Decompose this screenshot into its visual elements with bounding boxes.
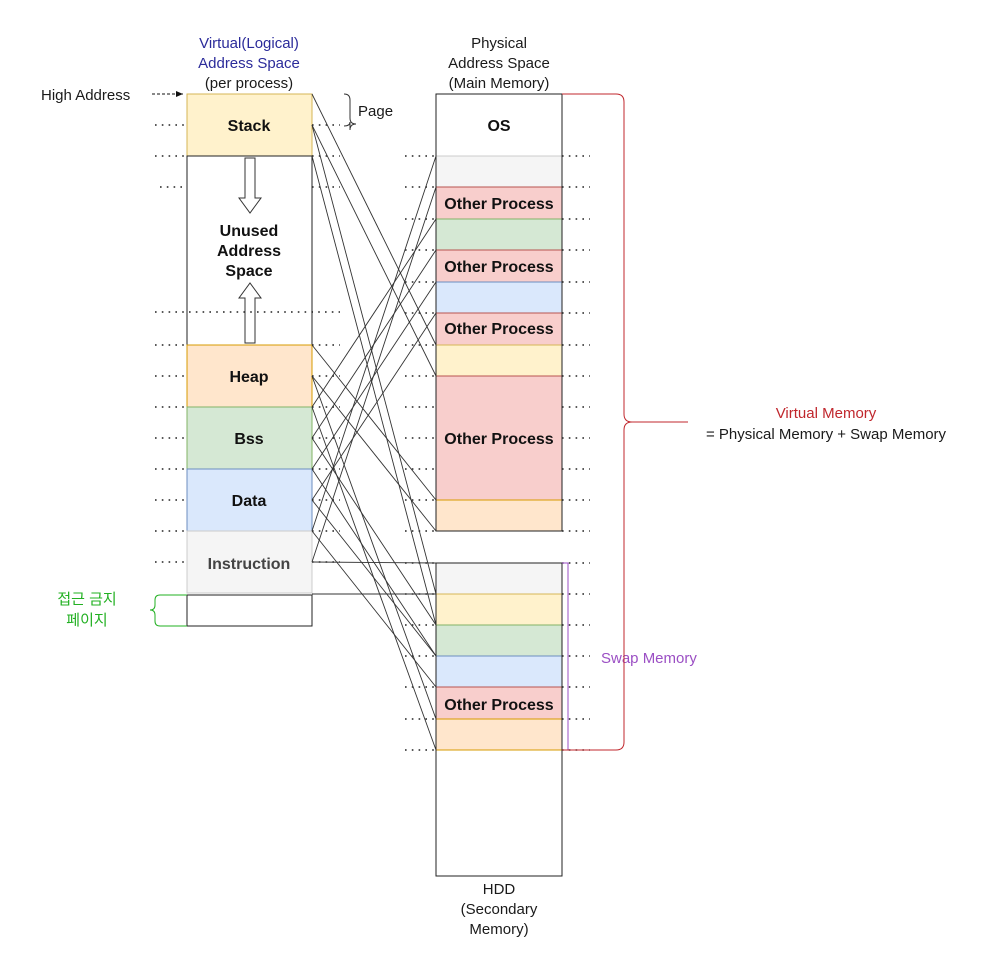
hdd-gray-page <box>435 562 563 595</box>
virtual-space-subtitle: (per process) <box>205 75 293 92</box>
data-block <box>186 468 313 532</box>
bss-label: Bss <box>234 431 263 448</box>
hdd-yellow-page <box>435 593 563 626</box>
stack-block <box>186 93 313 157</box>
virtual-address-space: Stack Unused Address Space Heap Bss Data… <box>41 35 393 629</box>
virtual-memory-brace <box>562 93 688 751</box>
phys-gray-page <box>435 155 563 188</box>
physical-space-title-line2: Address Space <box>448 55 550 72</box>
other-process-label-1: Other Process <box>444 196 553 213</box>
phys-other-process-1 <box>435 186 563 220</box>
hdd-space: Other Process HDD (Secondary Memory) <box>435 562 563 938</box>
stack-growth-arrow <box>238 157 262 214</box>
hdd-other-process-label: Other Process <box>444 697 553 714</box>
stack-label: Stack <box>228 118 271 135</box>
hdd-green-page <box>435 624 563 657</box>
page-mapping-lines <box>311 93 437 751</box>
forbidden-page-brace <box>149 594 187 627</box>
physical-space-title-line1: Physical <box>471 35 527 52</box>
instruction-block <box>186 530 313 594</box>
phys-other-process-2 <box>435 249 563 283</box>
physical-space-title-line3: (Main Memory) <box>449 75 550 92</box>
phys-yellow-page <box>435 344 563 377</box>
unused-label-line2: Address <box>217 243 281 260</box>
heap-label: Heap <box>229 369 268 386</box>
virtual-space-title-line2: Address Space <box>198 55 300 72</box>
memory-braces: Swap Memory Virtual Memory = Physical Me… <box>562 93 947 751</box>
unused-label-line1: Unused <box>220 223 279 240</box>
swap-memory-label: Swap Memory <box>601 650 697 667</box>
forbidden-page-label-line1: 접근 금지 <box>57 591 116 608</box>
data-label: Data <box>232 493 267 510</box>
phys-blue-page <box>435 281 563 314</box>
os-label: OS <box>487 118 510 135</box>
other-process-label-2: Other Process <box>444 259 553 276</box>
unused-label-line3: Space <box>225 263 272 280</box>
page-brace <box>343 93 357 131</box>
phys-green-page <box>435 218 563 251</box>
hdd-orange-page <box>435 718 563 751</box>
page-label: Page <box>358 103 393 120</box>
hdd-label-line2: (Secondary <box>461 901 538 918</box>
high-address-label: High Address <box>41 87 130 104</box>
forbidden-page-block <box>186 594 313 627</box>
forbidden-page-label-line2: 페이지 <box>66 612 107 629</box>
heap-growth-arrow <box>238 282 262 344</box>
phys-orange-page <box>435 499 563 532</box>
virtual-memory-title: Virtual Memory <box>776 405 877 422</box>
other-process-label-3: Other Process <box>444 321 553 338</box>
heap-block <box>186 344 313 408</box>
hdd-label-line1: HDD <box>483 881 516 898</box>
page-guides <box>155 124 590 751</box>
hdd-label-line3: Memory) <box>469 921 528 938</box>
instruction-label: Instruction <box>208 556 291 573</box>
hdd-blue-page <box>435 655 563 688</box>
os-block <box>436 94 562 156</box>
other-process-label-4: Other Process <box>444 431 553 448</box>
bss-block <box>186 406 313 470</box>
virtual-memory-formula: = Physical Memory + Swap Memory <box>706 426 947 443</box>
virtual-space-title-line1: Virtual(Logical) <box>199 35 299 52</box>
physical-address-space: OS Other Process Other Process Other Pro… <box>435 35 563 532</box>
